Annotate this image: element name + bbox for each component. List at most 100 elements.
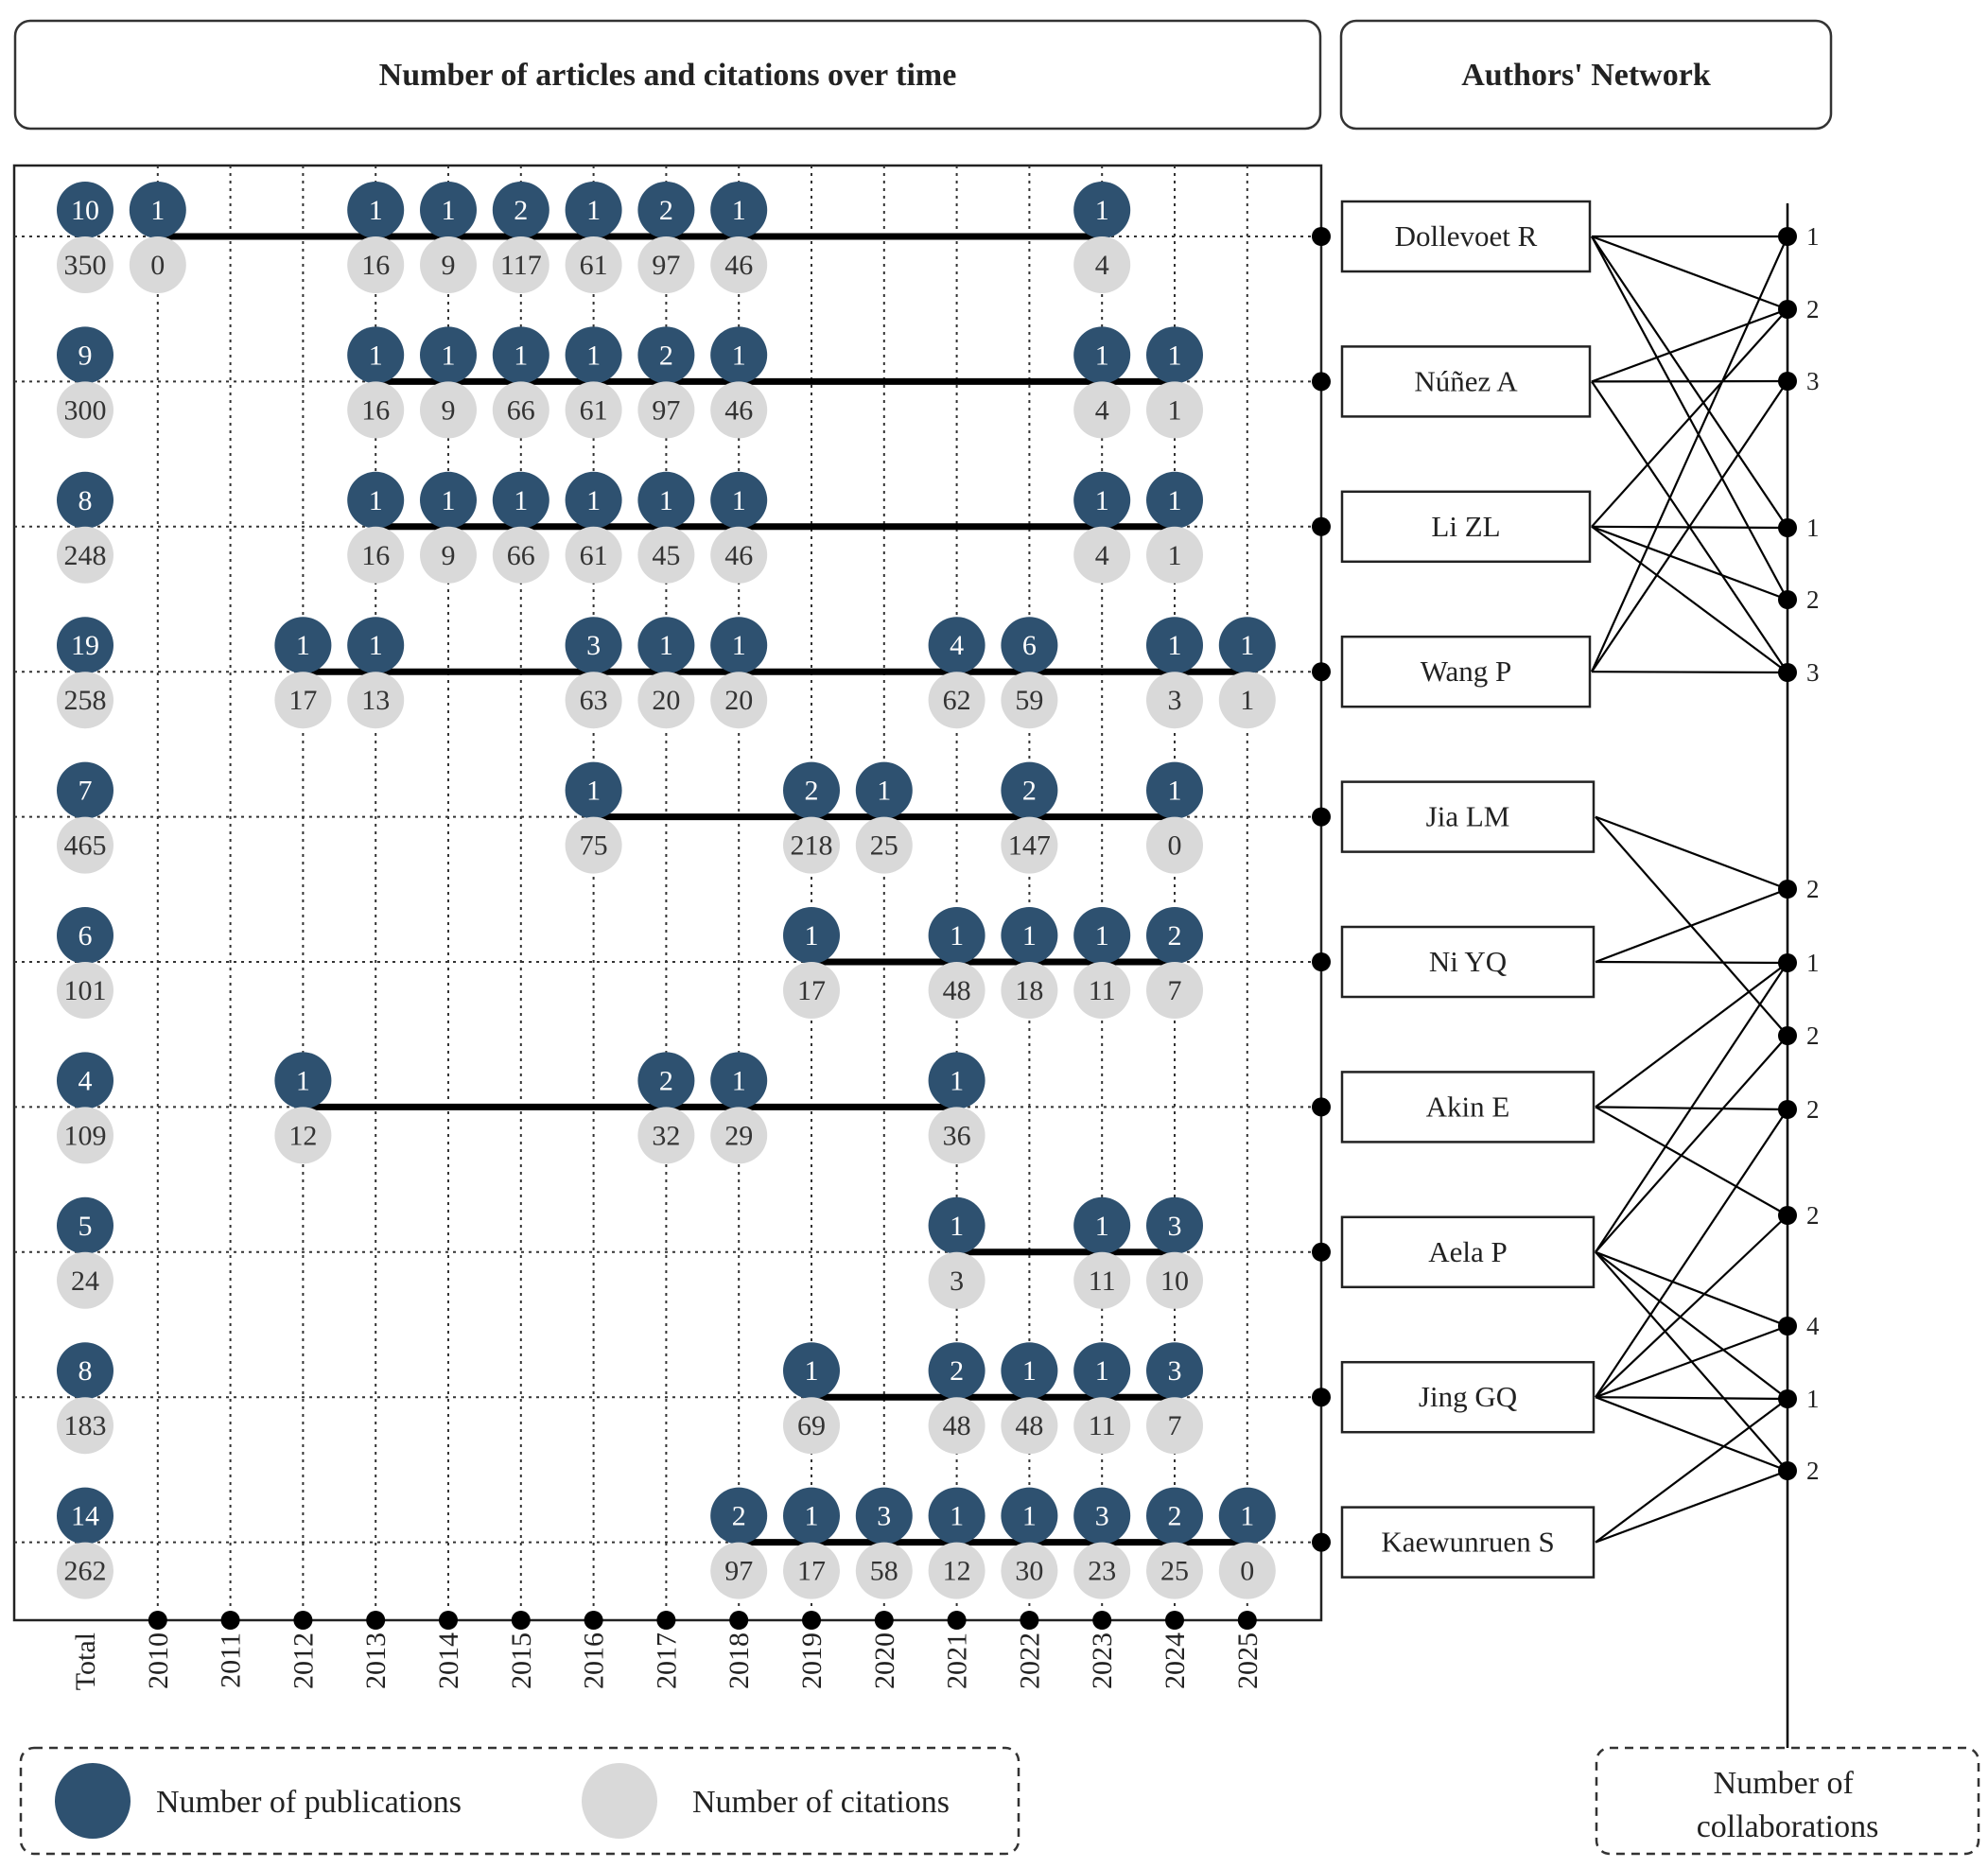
total-citations-label: 465 (64, 830, 107, 862)
author-name: Li ZL (1431, 510, 1500, 543)
publications-mark (1146, 471, 1203, 529)
row-end-dot (1312, 807, 1331, 827)
total-publications-mark (57, 1196, 113, 1254)
publications-label: 1 (877, 776, 891, 807)
publications-label: 1 (1168, 630, 1182, 661)
publications-label: 2 (950, 1355, 964, 1387)
citations-label: 46 (724, 540, 753, 571)
author-box (1340, 490, 1592, 564)
x-tick-label: 2020 (869, 1632, 900, 1689)
citations-label: 1 (1240, 685, 1254, 716)
citations-label: 0 (150, 250, 165, 281)
x-tick-label: 2018 (724, 1632, 755, 1689)
citations-mark (347, 526, 405, 584)
citations-mark (492, 236, 549, 293)
rows-layer: 1035010116192117161297146149300116191661… (57, 182, 1331, 1599)
citations-mark (1146, 1397, 1203, 1455)
citations-label: 9 (442, 250, 456, 281)
publications-label: 1 (586, 776, 601, 807)
citations-mark (928, 1397, 985, 1455)
collaboration-link (1595, 1396, 1788, 1401)
total-citations-mark (57, 381, 113, 439)
collaboration-link (1595, 962, 1788, 1109)
citations-label: 66 (507, 394, 535, 426)
collaboration-node (1778, 372, 1797, 391)
citations-label: 16 (361, 540, 390, 571)
publications-mark (1073, 1487, 1131, 1545)
collaboration-link (1595, 1251, 1788, 1472)
citations-label: 32 (652, 1120, 680, 1151)
publications-label: 2 (805, 776, 819, 807)
citations-label: 46 (724, 250, 753, 281)
publications-mark (637, 182, 695, 238)
publications-mark (347, 326, 405, 384)
publications-mark (274, 1052, 332, 1109)
total-publications-mark (57, 1052, 113, 1109)
collaboration-count: 2 (1806, 1095, 1820, 1124)
publications-label: 1 (442, 340, 456, 371)
publications-label: 1 (732, 195, 746, 226)
citations-mark (565, 381, 622, 439)
citations-mark (565, 816, 622, 874)
collaboration-count: 2 (1806, 875, 1820, 903)
publications-legend-label: Number of publications (156, 1785, 462, 1820)
publications-label: 1 (442, 485, 456, 516)
total-publications-label: 7 (78, 776, 93, 807)
citations-mark (1001, 962, 1058, 1019)
citations-label: 3 (950, 1266, 964, 1297)
network-title-box (1339, 19, 1833, 131)
citations-mark (1146, 816, 1203, 874)
citations-label: 11 (1089, 1266, 1116, 1297)
publications-label: 1 (732, 340, 746, 371)
x-tick-dot (729, 1611, 749, 1630)
row-end-dot (1312, 1242, 1331, 1262)
publications-mark (928, 1487, 985, 1545)
publications-mark (637, 326, 695, 384)
citations-label: 20 (724, 685, 753, 716)
citations-mark (1001, 672, 1058, 729)
publications-mark (492, 471, 549, 529)
total-citations-mark (57, 526, 113, 584)
citations-label: 18 (1015, 975, 1043, 1006)
citations-label: 48 (943, 1410, 971, 1441)
x-tick-label: 2015 (506, 1632, 537, 1689)
citations-label: 0 (1168, 830, 1182, 862)
total-citations-label: 183 (64, 1410, 107, 1441)
total-publications-label: 6 (78, 920, 93, 951)
total-publications-mark (57, 182, 113, 238)
x-tick-dot (1237, 1611, 1257, 1630)
collaboration-count: 2 (1806, 1457, 1820, 1485)
collaboration-link (1595, 1398, 1788, 1544)
publications-label: 3 (586, 630, 601, 661)
x-tick-label: 2011 (216, 1632, 247, 1688)
collaboration-link (1591, 308, 1788, 528)
collaboration-node (1778, 1026, 1797, 1045)
citations-mark (565, 526, 622, 584)
collaborations-legend-box (1595, 1746, 1980, 1856)
publications-mark (1073, 182, 1131, 238)
citations-mark (1073, 1251, 1131, 1309)
citations-mark (1001, 816, 1058, 874)
x-tick-dot (947, 1611, 967, 1630)
collaboration-node (1778, 518, 1797, 537)
citations-label: 218 (791, 830, 833, 862)
publications-label: 1 (1240, 630, 1254, 661)
publications-label: 1 (659, 630, 673, 661)
citations-mark (1073, 381, 1131, 439)
total-citations-label: 258 (64, 685, 107, 716)
publications-label: 1 (950, 1501, 964, 1532)
row-end-dot (1312, 952, 1331, 971)
collaboration-link (1595, 1250, 1788, 1400)
author-name: Jing GQ (1419, 1380, 1517, 1413)
x-tick-label: Total (70, 1632, 101, 1690)
total-publications-label: 8 (78, 485, 93, 516)
citations-label: 10 (1160, 1266, 1189, 1297)
x-tick-label: 2024 (1160, 1632, 1191, 1689)
publications-label: 1 (586, 195, 601, 226)
publications-label: 3 (1168, 1211, 1182, 1242)
citations-label: 4 (1095, 540, 1109, 571)
citations-label: 7 (1168, 1410, 1182, 1441)
row-end-dot (1312, 1097, 1331, 1117)
publications-mark (1001, 1342, 1058, 1400)
